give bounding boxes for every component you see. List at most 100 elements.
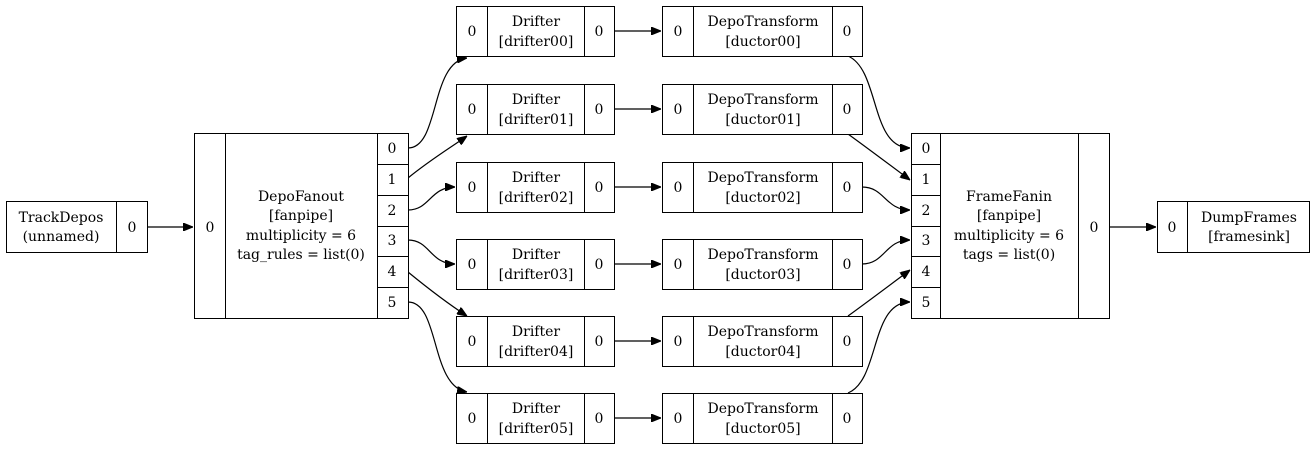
node-title: DepoTransform [707, 324, 818, 340]
edge-ductor04-fanin [847, 270, 910, 317]
node-dumpframes[interactable]: 0 DumpFrames [framesink] [1157, 201, 1310, 253]
node-instance-label: [drifter02] [499, 190, 574, 206]
output-port-label: 0 [843, 411, 852, 427]
output-port-label: 0 [595, 24, 604, 40]
node-title: Drifter [512, 247, 560, 263]
node-title: DepoFanout [258, 189, 344, 205]
node-param: tag_rules = list(0) [237, 247, 365, 263]
input-port-label: 0 [674, 411, 683, 427]
input-port-label: 0 [468, 334, 477, 350]
output-port-label: 0 [843, 24, 852, 40]
node-instance-label: [drifter00] [499, 34, 574, 50]
output-port-label: 0 [595, 334, 604, 350]
input-port-label: 1 [922, 172, 931, 188]
node-drifter04[interactable]: 0 Drifter [drifter04] 0 [456, 316, 615, 367]
edge-ductor02-fanin [861, 186, 910, 210]
node-ductor00[interactable]: 0 DepoTransform [ductor00] 0 [662, 6, 863, 57]
input-port-label: 2 [922, 203, 931, 219]
output-port-label: 2 [388, 203, 397, 219]
node-title: DepoTransform [707, 92, 818, 108]
input-port-label: 3 [922, 233, 931, 249]
node-instance-label: [drifter03] [499, 267, 574, 283]
node-param: multiplicity = 6 [246, 228, 356, 244]
node-trackdepos[interactable]: TrackDepos (unnamed) 0 [6, 201, 148, 253]
node-ductor01[interactable]: 0 DepoTransform [ductor01] 0 [662, 84, 863, 135]
edge-ductor01-fanin [847, 133, 910, 180]
node-title: FrameFanin [966, 189, 1052, 205]
edges [147, 31, 1156, 418]
node-instance-label: [drifter01] [499, 112, 574, 128]
output-port-label: 0 [843, 257, 852, 273]
output-port-label: 0 [595, 180, 604, 196]
input-port-label: 0 [674, 334, 683, 350]
node-instance-label: [framesink] [1208, 229, 1290, 245]
output-port-label: 0 [843, 180, 852, 196]
node-title: DepoTransform [707, 247, 818, 263]
output-port-label: 0 [1090, 220, 1099, 236]
node-title: Drifter [512, 401, 560, 417]
node-instance-label: [drifter05] [499, 421, 574, 437]
node-param: multiplicity = 6 [954, 228, 1064, 244]
node-title: DumpFrames [1201, 210, 1297, 226]
node-instance-label: [ductor04] [725, 344, 800, 360]
edge-fanout-drifter05 [407, 301, 467, 392]
node-title: Drifter [512, 170, 560, 186]
edge-fanout-drifter00 [407, 58, 467, 149]
node-instance-label: (unnamed) [23, 229, 100, 245]
output-port-label: 0 [843, 334, 852, 350]
input-port-label: 0 [1168, 220, 1177, 236]
input-port-label: 0 [674, 257, 683, 273]
input-port-label: 0 [468, 257, 477, 273]
input-port-label: 0 [206, 220, 215, 236]
input-port-label: 0 [468, 24, 477, 40]
input-port-label: 0 [468, 180, 477, 196]
node-instance-label: [ductor01] [725, 112, 800, 128]
output-port-label: 0 [595, 257, 604, 273]
node-title: DepoTransform [707, 14, 818, 30]
node-drifter05[interactable]: 0 Drifter [drifter05] 0 [456, 393, 615, 444]
node-ductor03[interactable]: 0 DepoTransform [ductor03] 0 [662, 239, 863, 290]
node-instance-label: [fanpipe] [269, 208, 333, 224]
input-port-label: 0 [674, 24, 683, 40]
node-title: Drifter [512, 324, 560, 340]
node-depofanout[interactable]: 0 DepoFanout [fanpipe] multiplicity = 6 … [194, 133, 409, 319]
edge-fanout-drifter02 [407, 187, 455, 211]
edge-ductor03-fanin [861, 240, 910, 265]
output-port-label: 3 [388, 233, 397, 249]
node-ductor04[interactable]: 0 DepoTransform [ductor04] 0 [662, 316, 863, 367]
output-port-label: 0 [595, 411, 604, 427]
node-title: Drifter [512, 92, 560, 108]
input-port-label: 0 [468, 411, 477, 427]
output-port-label: 0 [388, 141, 397, 157]
node-title: Drifter [512, 14, 560, 30]
edge-ductor05-fanin [847, 302, 910, 394]
node-instance-label: [drifter04] [499, 344, 574, 360]
output-port-label: 5 [388, 295, 397, 311]
node-ductor05[interactable]: 0 DepoTransform [ductor05] 0 [662, 393, 863, 444]
output-port-label: 0 [128, 220, 137, 236]
output-port-label: 0 [595, 102, 604, 118]
input-port-label: 4 [922, 264, 931, 280]
node-param: tags = list(0) [963, 247, 1055, 263]
node-drifter03[interactable]: 0 Drifter [drifter03] 0 [456, 239, 615, 290]
node-instance-label: [ductor03] [725, 267, 800, 283]
input-port-label: 0 [468, 102, 477, 118]
edge-fanout-drifter03 [407, 239, 455, 264]
input-port-label: 0 [922, 141, 931, 157]
edge-fanout-drifter04 [407, 271, 467, 316]
node-framefanin[interactable]: 0 1 2 3 4 5 FrameFanin [fanpipe] multipl… [911, 133, 1110, 319]
node-instance-label: [ductor02] [725, 190, 800, 206]
output-port-label: 1 [388, 172, 397, 188]
output-port-label: 0 [843, 102, 852, 118]
node-drifter00[interactable]: 0 Drifter [drifter00] 0 [456, 6, 615, 57]
node-drifter01[interactable]: 0 Drifter [drifter01] 0 [456, 84, 615, 135]
node-ductor02[interactable]: 0 DepoTransform [ductor02] 0 [662, 162, 863, 213]
input-port-label: 5 [922, 295, 931, 311]
node-instance-label: [ductor00] [725, 34, 800, 50]
input-port-label: 0 [674, 180, 683, 196]
edge-fanout-drifter01 [407, 136, 467, 179]
node-drifter02[interactable]: 0 Drifter [drifter02] 0 [456, 162, 615, 213]
node-instance-label: [ductor05] [725, 421, 800, 437]
node-title: DepoTransform [707, 170, 818, 186]
